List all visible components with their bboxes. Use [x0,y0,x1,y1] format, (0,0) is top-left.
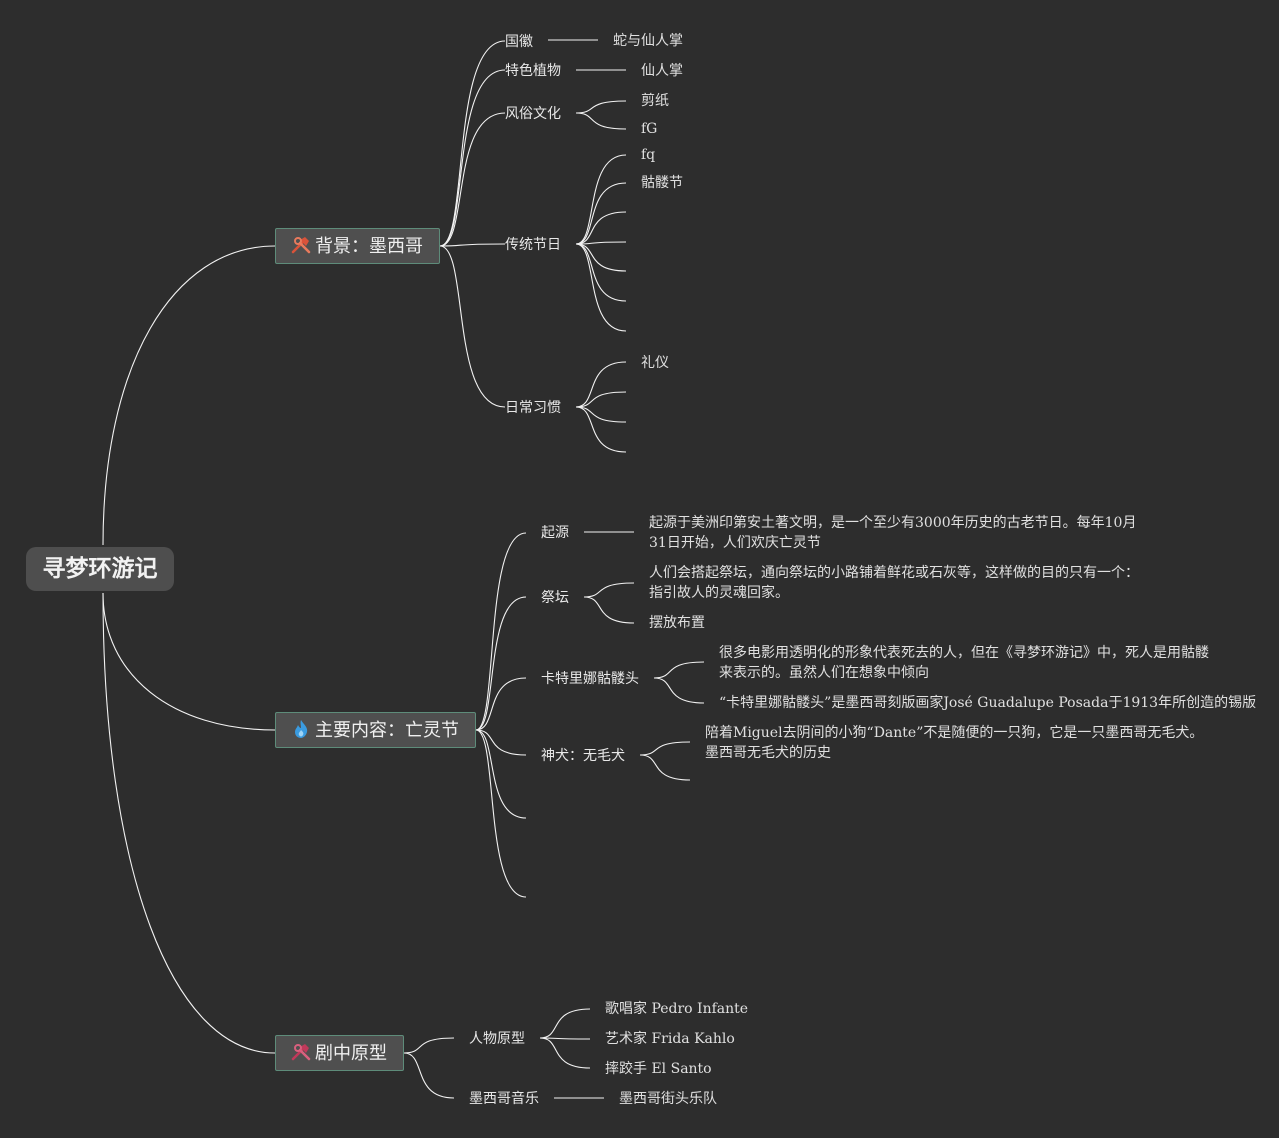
connector-line [439,112,506,247]
connector-line [575,100,627,114]
connector-line [575,243,627,272]
topic-people[interactable]: 人物原型 [469,1031,525,1047]
connector-line [475,532,527,731]
hammer-wrench-icon [291,237,311,254]
note-catrina[interactable]: 很多电影用透明化的形象代表死去的人，但在《寻梦环游记》中，死人是用骷髅来表示的。… [719,645,1209,681]
connector-line [539,1037,591,1040]
topic-origin[interactable]: 起源 [541,525,569,541]
topic-plants[interactable]: 特色植物 [505,63,561,79]
connector-line [439,69,506,247]
connector-line [539,1037,591,1069]
connector-line [403,1037,455,1054]
connector-line [639,741,691,756]
branch-label: 背景：墨西哥 [315,236,423,257]
connector-line [575,406,627,453]
connector-line [475,729,527,819]
connector-line [539,1008,591,1039]
connector-line [475,729,527,756]
leaf-altar[interactable]: 摆放布置 [649,615,705,631]
connector-line [575,243,627,302]
topic-catrina[interactable]: 卡特里娜骷髅头 [541,671,639,687]
note-dog[interactable]: 陪着Miguel去阴间的小狗“Dante”不是随便的一只狗，它是一只墨西哥无毛犬… [705,725,1204,761]
connector-line [639,754,691,781]
connector-line [575,112,627,130]
leaf-people[interactable]: 艺术家 Frida Kahlo [605,1031,735,1047]
branch-label: 主要内容：亡灵节 [315,720,459,741]
leaf-people[interactable]: 歌唱家 Pedro Infante [605,1001,749,1017]
branch-prototype[interactable]: 剧中原型 [275,1035,404,1071]
note-origin[interactable]: 起源于美洲印第安土著文明，是一个至少有3000年历史的古老节日。每年10月31日… [649,515,1137,551]
connector-line [583,582,635,598]
leaf-plants[interactable]: 仙人掌 [641,63,683,79]
leaf-catrina[interactable]: “卡特里娜骷髅头”是墨西哥刻版画家José Guadalupe Posada于1… [719,695,1257,711]
connector-line [575,211,627,245]
topic-habits[interactable]: 日常习惯 [505,400,561,416]
leaf-customs[interactable]: 剪纸 [641,93,669,109]
hammer-wrench-icon [291,1044,311,1061]
topic-dog[interactable]: 神犬：无毛犬 [541,748,625,764]
root-node[interactable]: 寻梦环游记 [26,547,174,591]
connector-line [475,596,527,731]
topic-festivals[interactable]: 传统节日 [505,237,561,253]
connector-line [439,243,506,247]
connector-line [575,391,627,408]
leaf-festivals[interactable]: 骷髅节 [641,175,683,191]
leaf-emblem[interactable]: 蛇与仙人掌 [613,33,683,49]
connector-line [653,677,705,704]
note-altar[interactable]: 人们会搭起祭坛，通向祭坛的小路铺着鲜花或石灰等，这样做的目的只有一个：指引故人的… [649,565,1139,601]
connector-line [575,154,627,245]
connector-line [575,406,627,423]
connector-line [403,1052,455,1099]
leaf-people[interactable]: 摔跤手 El Santo [605,1061,712,1077]
connector-line [475,677,527,731]
connector-line [575,243,627,332]
connector-line [439,245,506,408]
topic-emblem[interactable]: 国徽 [505,34,533,50]
connector-line [575,182,627,245]
branch-content[interactable]: 主要内容：亡灵节 [275,712,476,748]
connector-line [102,592,276,731]
topic-music[interactable]: 墨西哥音乐 [469,1091,539,1107]
connector-line [575,241,627,245]
topic-altar[interactable]: 祭坛 [541,590,569,606]
branch-label: 剧中原型 [315,1043,387,1064]
connector-line [575,361,627,408]
leaf-customs[interactable]: fG [641,121,658,137]
connector-line [102,592,276,1054]
connector-line [439,40,506,247]
connector-line [653,661,705,679]
connector-line [583,596,635,624]
leaf-habits[interactable]: 礼仪 [641,355,669,371]
flame-icon [295,720,308,738]
connector-line [102,245,276,546]
topic-customs[interactable]: 风俗文化 [505,106,561,122]
branch-background[interactable]: 背景：墨西哥 [275,228,440,264]
leaf-music[interactable]: 墨西哥街头乐队 [619,1091,717,1107]
connector-line [475,729,527,898]
leaf-festivals[interactable]: fq [641,147,656,163]
